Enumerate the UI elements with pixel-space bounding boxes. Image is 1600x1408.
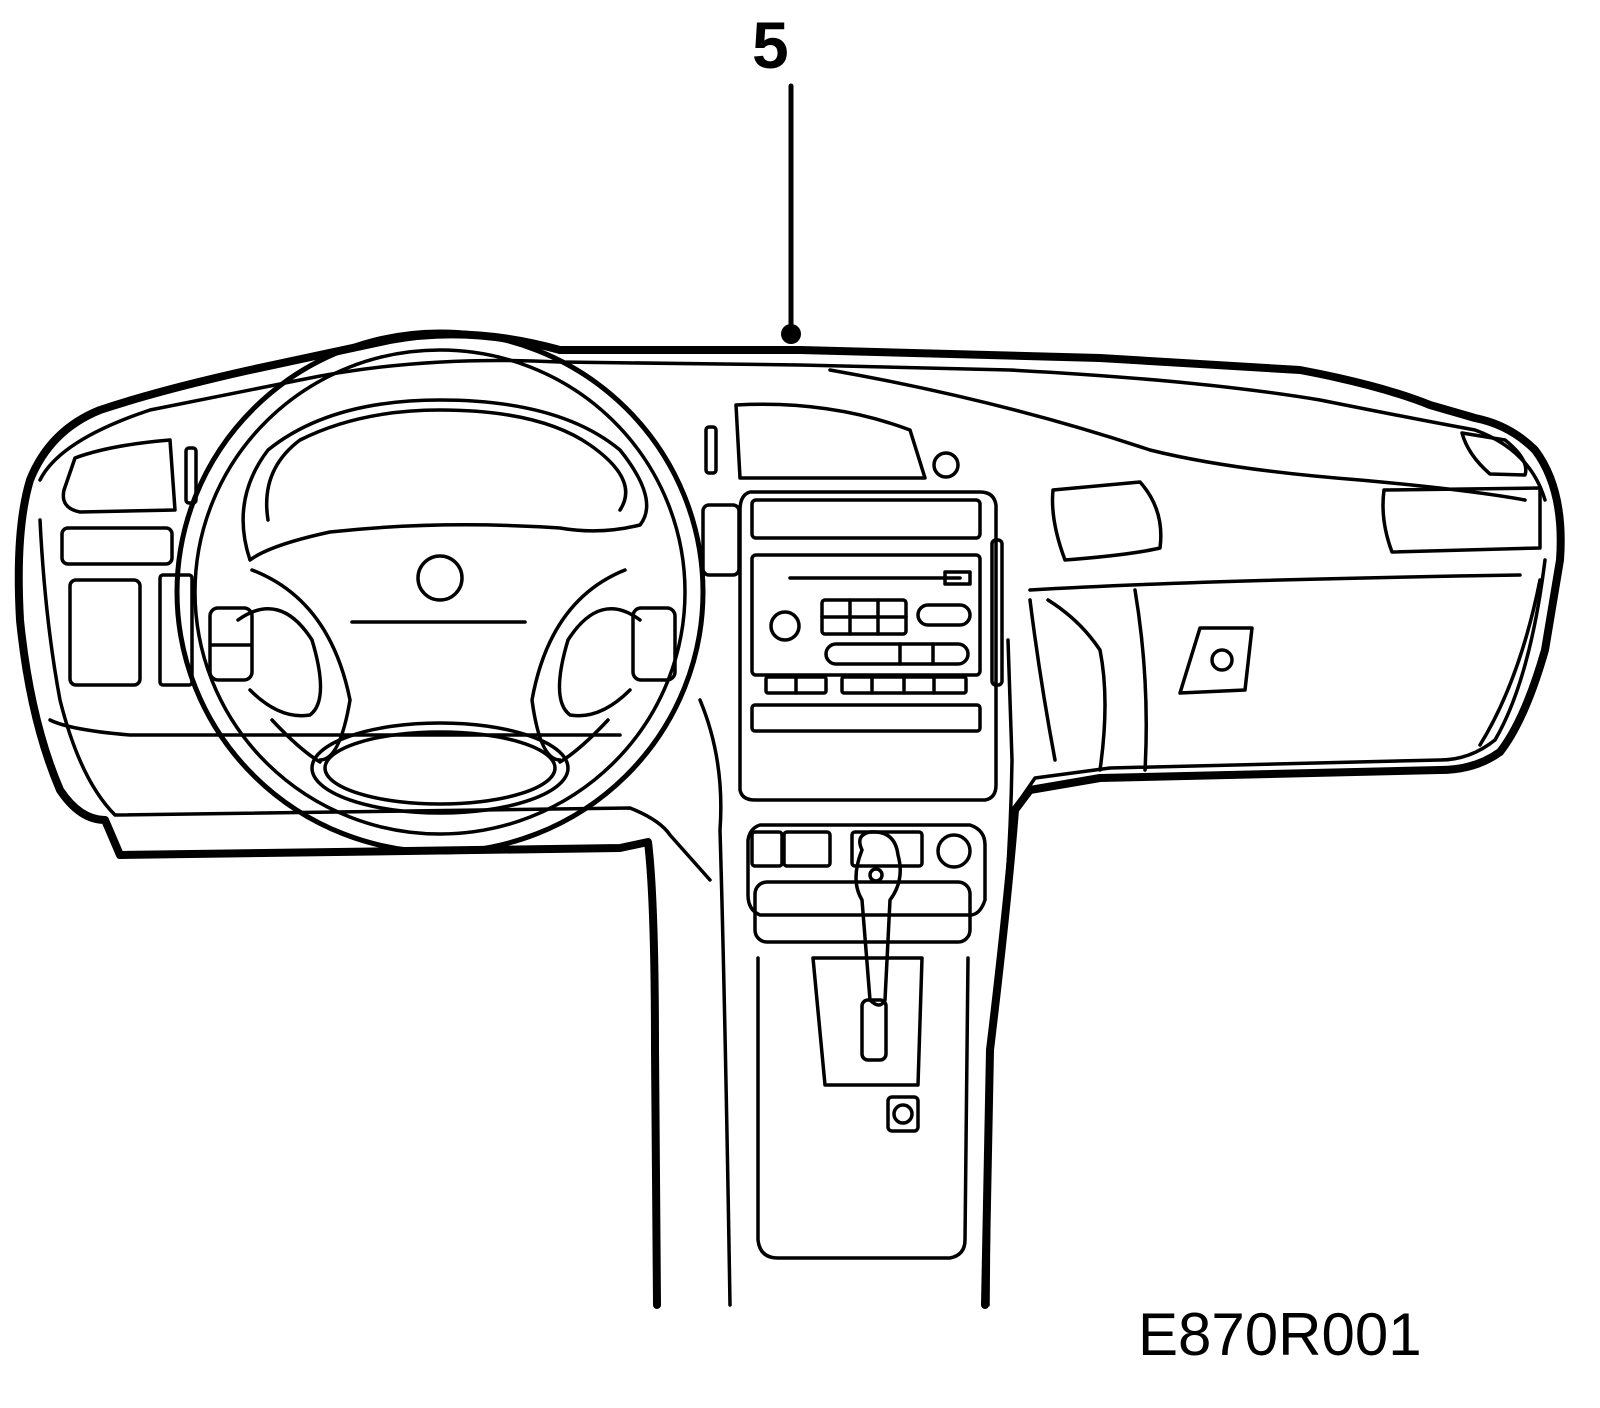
center-stack <box>701 402 1004 802</box>
steering-wheel <box>174 329 706 855</box>
callout-number: 5 <box>752 8 789 82</box>
figure-code: E870R001 <box>1138 1301 1422 1368</box>
passenger-side <box>1028 431 1542 772</box>
dashboard-outline <box>14 330 1565 1309</box>
center-console <box>698 638 1014 1307</box>
callout-leader <box>781 83 801 344</box>
